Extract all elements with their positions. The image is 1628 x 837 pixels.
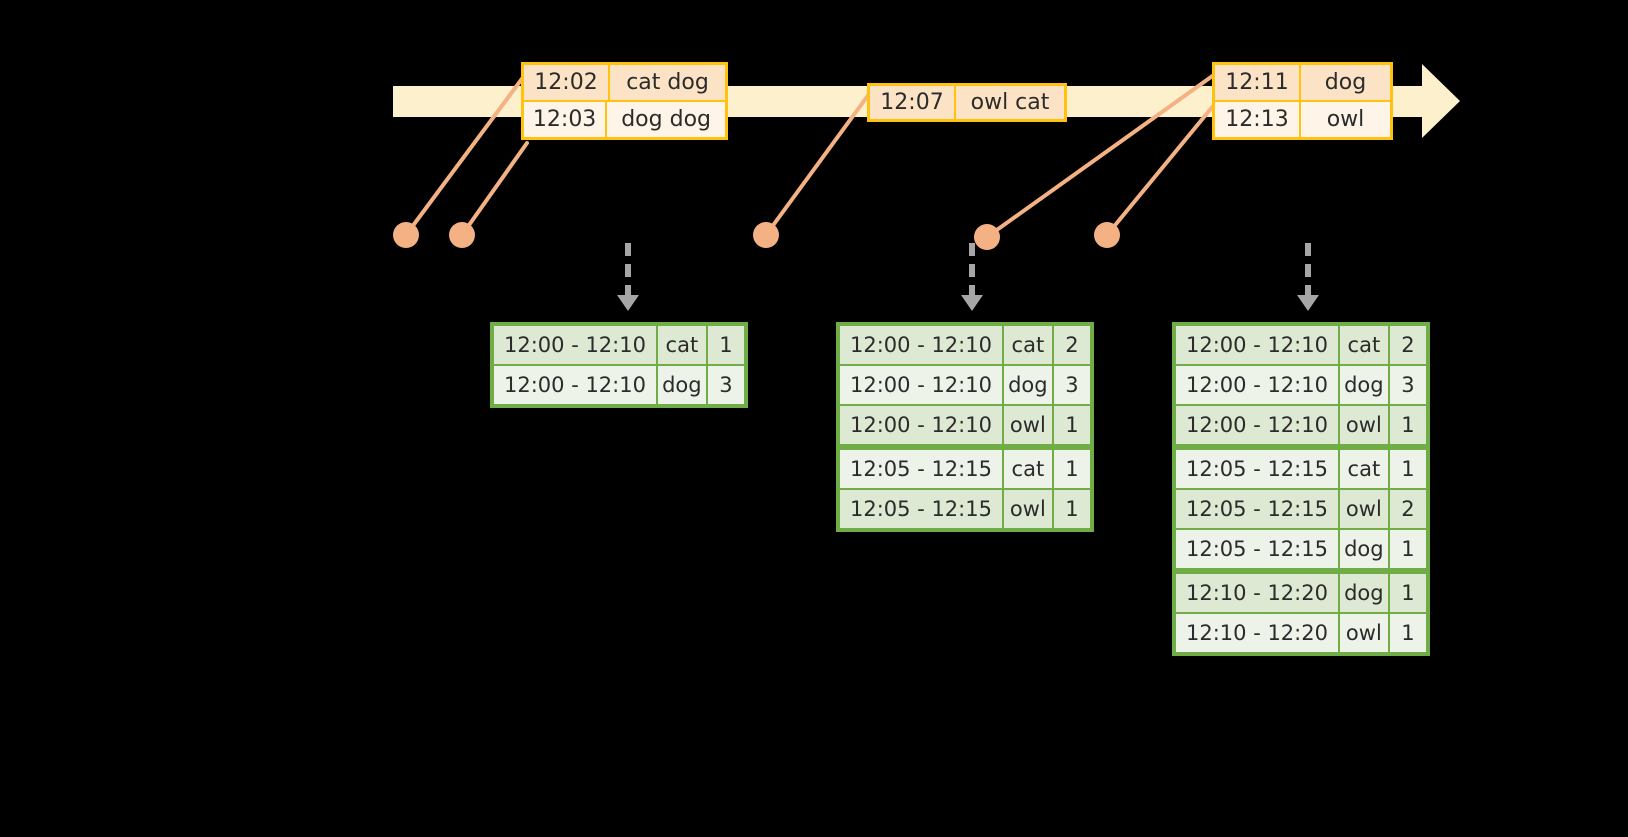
window-cell: 12:00 - 12:10 — [840, 366, 1004, 404]
connector-line-2 — [460, 141, 529, 237]
window-cell: 12:00 - 12:10 — [494, 366, 658, 404]
count-cell: 2 — [1065, 333, 1079, 357]
event-box-3[interactable]: 12:11 dog 12:13 owl — [1212, 62, 1393, 140]
key-cell: dog — [658, 366, 708, 404]
event-words: owl — [1326, 107, 1365, 132]
count-cell: 3 — [1401, 373, 1415, 397]
count-cell: 1 — [1065, 413, 1079, 437]
event-words: dog — [1324, 70, 1367, 95]
event-row: 12:02 cat dog — [524, 65, 725, 100]
count-cell: 1 — [1065, 497, 1079, 521]
event-time: 12:11 — [1215, 65, 1301, 100]
count-cell: 1 — [1065, 457, 1079, 481]
key-cell: cat — [1004, 326, 1054, 364]
count-cell: 1 — [1401, 457, 1415, 481]
key-cell: cat — [1340, 326, 1390, 364]
count-cell: 2 — [1401, 333, 1415, 357]
event-dot-4[interactable] — [974, 224, 1000, 250]
count-cell: 1 — [1401, 537, 1415, 561]
arrow-head-icon — [961, 295, 983, 311]
key-cell: cat — [1004, 450, 1054, 488]
key-cell: owl — [1340, 490, 1390, 528]
key-cell: dog — [1004, 366, 1054, 404]
window-cell: 12:00 - 12:10 — [494, 326, 658, 364]
event-box-1[interactable]: 12:02 cat dog 12:03 dog dog — [521, 62, 728, 140]
arrow-shaft — [1305, 243, 1311, 298]
key-cell: owl — [1004, 490, 1054, 528]
event-box-2[interactable]: 12:07 owl cat — [867, 83, 1067, 122]
count-cell: 1 — [1401, 413, 1415, 437]
window-cell: 12:05 - 12:15 — [840, 490, 1004, 528]
window-cell: 12:05 - 12:15 — [1176, 450, 1340, 488]
event-time: 12:02 — [524, 65, 610, 100]
window-cell: 12:05 - 12:15 — [840, 450, 1004, 488]
arrow-head-icon — [1297, 295, 1319, 311]
event-dot-3[interactable] — [753, 222, 779, 248]
timeline-arrow-head-icon — [1422, 64, 1460, 138]
key-cell: owl — [1004, 406, 1054, 444]
arrow-shaft — [625, 243, 631, 298]
window-cell: 12:05 - 12:15 — [1176, 490, 1340, 528]
window-cell: 12:00 - 12:10 — [1176, 366, 1340, 404]
key-cell: owl — [1340, 406, 1390, 444]
count-cell: 1 — [1401, 621, 1415, 645]
event-words: cat dog — [626, 70, 709, 95]
window-cell: 12:05 - 12:15 — [1176, 530, 1340, 568]
event-time: 12:13 — [1215, 102, 1301, 137]
event-dot-5[interactable] — [1094, 222, 1120, 248]
window-cell: 12:10 - 12:20 — [1176, 614, 1340, 652]
key-cell: cat — [1340, 450, 1390, 488]
event-row: 12:13 owl — [1215, 100, 1390, 137]
key-cell: cat — [658, 326, 708, 364]
key-cell: owl — [1340, 614, 1390, 652]
event-words: owl cat — [970, 90, 1050, 115]
count-cell: 1 — [1401, 581, 1415, 605]
window-cell: 12:00 - 12:10 — [1176, 326, 1340, 364]
event-dot-1[interactable] — [393, 222, 419, 248]
window-cell: 12:00 - 12:10 — [840, 406, 1004, 444]
arrow-shaft — [969, 243, 975, 298]
window-cell: 12:10 - 12:20 — [1176, 574, 1340, 612]
event-row: 12:03 dog dog — [524, 100, 725, 137]
arrow-head-icon — [617, 295, 639, 311]
key-cell: dog — [1340, 366, 1390, 404]
event-dot-2[interactable] — [449, 222, 475, 248]
count-cell: 1 — [719, 333, 733, 357]
window-cell: 12:00 - 12:10 — [840, 326, 1004, 364]
connector-line-5 — [1105, 98, 1220, 237]
event-time: 12:07 — [870, 86, 956, 119]
count-cell: 3 — [1065, 373, 1079, 397]
event-words: dog dog — [621, 107, 711, 132]
event-row: 12:07 owl cat — [870, 86, 1064, 119]
key-cell: dog — [1340, 530, 1390, 568]
event-row: 12:11 dog — [1215, 65, 1390, 100]
event-time: 12:03 — [524, 102, 608, 137]
window-cell: 12:00 - 12:10 — [1176, 406, 1340, 444]
count-cell: 2 — [1401, 497, 1415, 521]
count-cell: 3 — [719, 373, 733, 397]
key-cell: dog — [1340, 574, 1390, 612]
